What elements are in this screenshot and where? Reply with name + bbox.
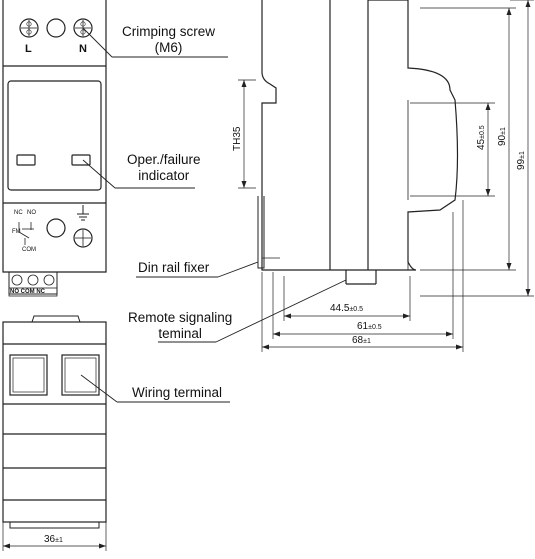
- leader-lines: [80, 27, 347, 403]
- dimension-61: 61±0.5: [357, 321, 382, 332]
- dimension-arrows: [3, 0, 531, 549]
- ground-terminal-icon: [73, 205, 93, 248]
- wiring-terminal-left-icon: [9, 354, 48, 396]
- bottom-view: [2, 315, 107, 529]
- din-rail-fixer-callout: Din rail fixer: [138, 260, 210, 275]
- terminal-label-nc: NC: [14, 210, 23, 216]
- top-center-hole-icon: [46, 18, 66, 38]
- indicator-callout: Oper./failure indicator: [127, 152, 201, 183]
- remote-signaling-block: [8, 271, 58, 297]
- terminal-label-n: N: [79, 43, 87, 55]
- terminal-label-com: COM: [22, 247, 36, 253]
- terminal-label-no: NO: [27, 210, 36, 216]
- crimping-screw-callout: Crimping screw (M6): [122, 24, 216, 55]
- wiring-terminal-callout: Wiring terminal: [132, 385, 223, 400]
- indicator-right-icon: [71, 154, 91, 166]
- terminal-label-l: L: [25, 43, 32, 55]
- dimension-44-5: 44.5±0.5: [330, 303, 364, 314]
- side-view: [257, 0, 459, 285]
- contact-switch-symbol-icon: [18, 222, 34, 245]
- remote-signaling-callout: Remote signaling teminal: [128, 310, 233, 341]
- terminal-strip-label: NO COM NC: [10, 289, 45, 295]
- dimension-36: 36±1: [44, 534, 63, 545]
- indicator-left-icon: [16, 154, 36, 166]
- terminal-screw-l-icon: [19, 18, 39, 38]
- dimension-45: 45±0.5: [476, 125, 487, 150]
- dimension-99: 99±1: [516, 151, 527, 170]
- front-view: [2, 0, 107, 297]
- dimension-th35: TH35: [232, 126, 243, 151]
- terminal-label-fm: FM: [12, 229, 21, 235]
- wiring-terminal-right-icon: [61, 354, 100, 396]
- dimension-68: 68±1: [352, 335, 371, 346]
- lower-center-hole-icon: [46, 218, 66, 238]
- dimension-90: 90±1: [497, 127, 508, 146]
